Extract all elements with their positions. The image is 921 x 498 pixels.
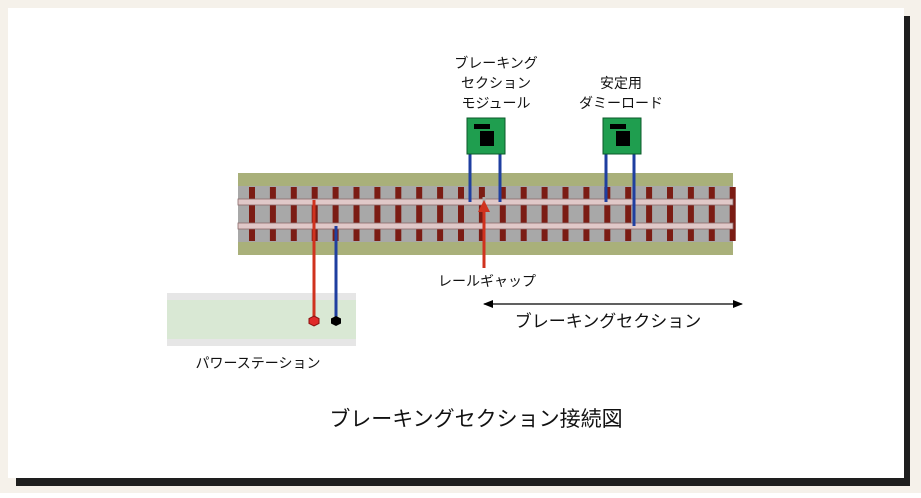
track-sleeper-11	[478, 187, 485, 241]
track-sleeper-22	[708, 187, 715, 241]
braking-module-label-line2: セクション	[461, 76, 531, 92]
braking-module-label-line3: モジュール	[461, 96, 530, 112]
diagram-title: ブレーキングセクション接続図	[329, 407, 622, 431]
track-sleeper-12	[499, 187, 506, 241]
dummy-load-label-line1: 安定用	[600, 76, 642, 92]
braking-section-module	[466, 117, 506, 202]
track-sleeper-8	[416, 187, 423, 241]
power-station-body	[167, 300, 356, 339]
track-sleeper-17	[604, 187, 611, 241]
track-sleeper-14	[541, 187, 548, 241]
dummy-chip-large	[616, 131, 630, 146]
track-sleeper-2	[290, 187, 297, 241]
track-sleeper-21	[687, 187, 694, 241]
track-sleeper-13	[520, 187, 527, 241]
track-sleeper-4	[332, 187, 339, 241]
track-sleeper-23	[729, 187, 736, 241]
terminal-red	[308, 315, 320, 327]
power-station	[167, 200, 356, 346]
track-sleeper-16	[583, 187, 590, 241]
track-sleeper-5	[353, 187, 360, 241]
track-sleeper-6	[374, 187, 381, 241]
track-sleeper-1	[269, 187, 276, 241]
braking-section-label: ブレーキングセクション	[515, 311, 702, 332]
rail-gap-label: レールギャップ	[438, 274, 536, 290]
track-sleeper-7	[395, 187, 402, 241]
track-sleeper-10	[458, 187, 464, 241]
track-sleeper-19	[646, 187, 653, 241]
track-sleeper-15	[562, 187, 569, 241]
track-sleeper-0	[249, 187, 255, 241]
module-chip-large	[480, 131, 494, 146]
braking-module-label-line1: ブレーキング	[454, 55, 538, 72]
dummy-load-label-line2: ダミーロード	[579, 96, 663, 112]
track-sleeper-18	[625, 187, 632, 241]
module-chip-small	[474, 124, 490, 129]
power-station-bottom-rail	[167, 339, 356, 346]
rail-gap-arrowhead	[478, 200, 490, 212]
power-station-top-rail	[167, 293, 356, 300]
dummy-load-module	[602, 117, 642, 226]
power-station-label: パワーステーション	[195, 356, 320, 372]
track-sleeper-20	[667, 187, 673, 241]
track-sleeper-9	[437, 187, 444, 241]
dummy-chip-small	[610, 124, 626, 129]
terminal-black	[331, 316, 341, 326]
